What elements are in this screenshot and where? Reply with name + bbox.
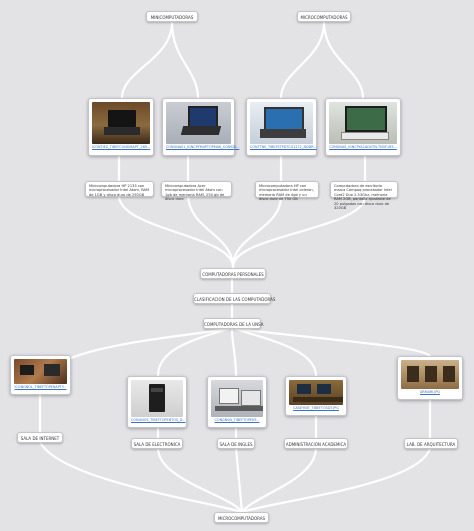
desc-minipc-acer[interactable]: Minicomputadora Acer microprocesador Int… [161, 181, 232, 201]
node-administracion-academica[interactable]: ADMINISTRACION ACADEMICA [284, 438, 348, 449]
desc-compaq-desktop[interactable]: Computadora de escritorio marca Compaq p… [330, 181, 398, 210]
node-sala-internet[interactable]: SALA DE INTERNET [17, 432, 63, 443]
card-caption-2[interactable]: CONGNA01_IGNCPYMAPTOPMAK_CGNSDI... [166, 145, 240, 149]
node-clasificacion[interactable]: CLASIFICACION DE LAS COMPUTADORAS [193, 293, 275, 304]
card-compaq-desktop[interactable]: CONGNAS_IGNCPYA2ADGTN.TN3Y1R5... [325, 98, 401, 156]
card-caption-7[interactable]: CONGN0N_TIBEFTOPENT... [214, 418, 260, 422]
card-caption-4[interactable]: CONGNAS_IGNCPYA2ADGTN.TN3Y1R5... [329, 145, 397, 149]
link-electronica-to-microbottom [156, 446, 244, 514]
link-microtop-to-card4 [322, 20, 365, 100]
node-computadoras-unsa[interactable]: COMPUTADORAS DE LA UNSA [203, 318, 263, 329]
card-caption-9[interactable]: ARMARI.JPG [419, 390, 441, 394]
desktop-photo-4 [329, 102, 397, 144]
room-photo-ingles [211, 380, 263, 417]
link-unsa-to-administracion [230, 326, 318, 378]
link-arquitectura-to-microbottom [240, 446, 432, 514]
link-ingles-to-microbottom [234, 446, 244, 514]
laptop-photo-3 [250, 102, 313, 144]
link-minipc-to-card1 [120, 20, 174, 100]
card-caption-1[interactable]: ICONTIEZ_TIBEFCONDMAPT_289... [92, 145, 151, 149]
node-lab-arquitectura[interactable]: LAB. DE ARQUITECTURA [404, 438, 458, 449]
desc-microcomputadora-hp[interactable]: Microcomputadora HP con microprocesador … [255, 181, 319, 201]
link-personales-to-desc2 [186, 194, 235, 269]
card-lab-arquitectura[interactable]: ARMARI.JPG [397, 356, 463, 400]
node-sala-electronica[interactable]: SALA DE ELECTRONICA [131, 438, 183, 449]
card-sala-internet[interactable]: ICONGNOL_TIBEFTOPENAPTY... [10, 355, 71, 395]
room-photo-internet [14, 359, 67, 384]
link-minipc-to-card2 [170, 20, 200, 100]
room-photo-administracion [289, 380, 343, 405]
desc-minipc-hp[interactable]: Minicomputadora HP 2133 con microprocesa… [85, 181, 154, 197]
link-unsa-to-ingles [230, 326, 238, 378]
node-microcomputadoras-top[interactable]: MICROCOMPUTADORAS [297, 11, 351, 22]
link-administracion-to-microbottom [240, 446, 318, 514]
room-photo-electronica [131, 380, 183, 417]
link-personales-to-desc4 [231, 195, 367, 269]
node-microcomputadoras-bottom[interactable]: MICROCOMPUTADORAS [214, 512, 269, 523]
card-caption-5[interactable]: ICONGNOL_TIBEFTOPENAPTY... [14, 385, 67, 389]
card-caption-3[interactable]: CONTTNE_TIBEFSTPDTCG1272_NDDR... [250, 145, 317, 149]
link-unsa-to-arquitectura [230, 326, 432, 358]
link-internet-to-microbottom [38, 440, 244, 514]
link-personales-to-desc3 [231, 195, 283, 269]
card-caption-6[interactable]: CONGNOS_TIBEFTOPENTOS_D... [131, 418, 186, 422]
node-sala-ingles[interactable]: SALA DE INGLES [217, 438, 255, 449]
laptop-photo-2 [166, 102, 231, 144]
link-unsa-to-electronica [156, 326, 234, 378]
link-microtop-to-card3 [279, 20, 326, 100]
card-microcomputadora-hp[interactable]: CONTTNE_TIBEFSTPDTCG1272_NDDR... [246, 98, 317, 156]
link-personales-to-desc1 [117, 194, 235, 269]
card-minipc-hp[interactable]: ICONTIEZ_TIBEFCONDMAPT_289... [88, 98, 154, 156]
laptop-photo-1 [92, 102, 150, 144]
node-minicomputadoras[interactable]: MINICOMPUTADORAS [146, 11, 198, 22]
node-computadoras-personales[interactable]: COMPUTADORAS PERSONALES [200, 268, 266, 279]
card-sala-ingles[interactable]: CONGN0N_TIBEFTOPENT... [207, 376, 267, 428]
card-minipc-acer[interactable]: CONGNA01_IGNCPYMAPTOPMAK_CGNSDI... [162, 98, 240, 156]
card-caption-8[interactable]: CASEYNIT_TIBEFTOSDT.JPG [293, 406, 339, 410]
card-sala-electronica[interactable]: CONGNOS_TIBEFTOPENTOS_D... [127, 376, 187, 428]
room-photo-arquitectura [401, 360, 459, 389]
card-administracion[interactable]: CASEYNIT_TIBEFTOSDT.JPG [285, 376, 347, 416]
